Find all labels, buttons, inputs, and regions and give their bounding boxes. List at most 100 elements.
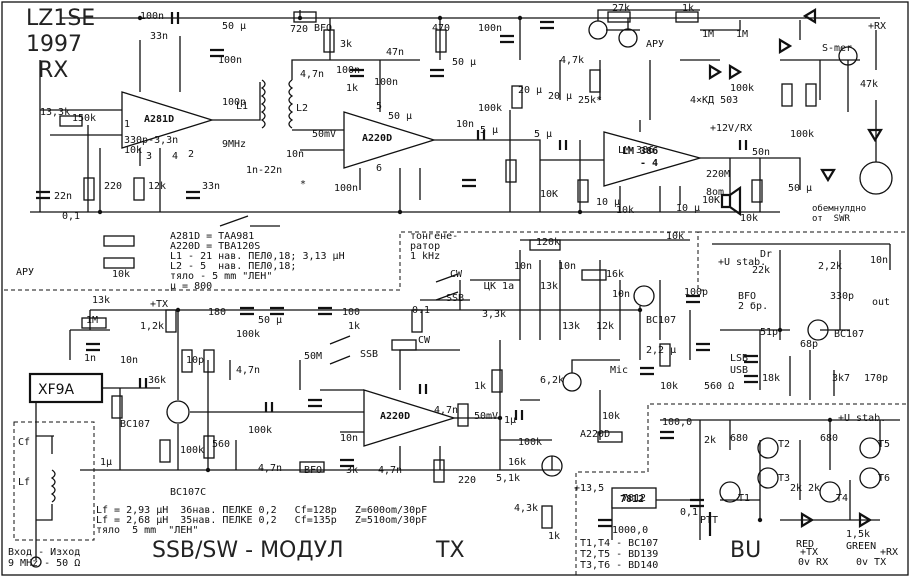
- component-value-tx-mid: CW: [450, 269, 463, 280]
- component-value-rx-top: 50 μ: [388, 111, 413, 122]
- component-value-rx-top: 1n-22n: [246, 165, 283, 176]
- component-value-tx-mid: 100: [342, 307, 361, 318]
- component-value-rx-top: 470: [432, 23, 451, 34]
- component-value-rx-top: 10k: [616, 205, 635, 216]
- component-value-bu-labels: 2k: [808, 483, 821, 494]
- component-value-tx-mid: 16k: [606, 269, 625, 280]
- ic3-label: LM 386: [622, 146, 659, 157]
- rx-capacitors: [36, 12, 748, 200]
- component-value-tx-mid: 13k: [92, 295, 111, 306]
- component-value-rx-top: 12k: [148, 181, 167, 192]
- component-value-tx-mid: Mic: [610, 365, 629, 376]
- bu-wiring: [611, 419, 900, 540]
- rx-notes-line: μ = 800: [170, 281, 213, 292]
- rx-label: RX: [38, 58, 69, 83]
- component-value-rx-top: +12V/RX: [710, 123, 753, 134]
- t2-icon: [757, 437, 779, 459]
- tx-notes-line: тяло 5 mm "ЛЕН": [96, 525, 199, 536]
- component-value-bu-labels: 680: [730, 433, 749, 444]
- component-value-rx-top: 5 μ: [534, 129, 553, 140]
- component-value-bfo-block: Dr: [760, 249, 773, 260]
- component-value-rx-top: 50 μ: [788, 183, 813, 194]
- component-value-tx-mid: 560: [212, 439, 231, 450]
- ic4-triangle: [363, 389, 457, 447]
- component-value-rx-top: BFO: [314, 23, 333, 34]
- s-meter-icon: [859, 161, 893, 195]
- component-value-rx-top: 100k: [790, 129, 815, 140]
- rx-notes-line: тяло - 5 mm "ЛЕН": [170, 271, 273, 282]
- component-value-tx-mid: 4,7n: [258, 463, 283, 474]
- t1-icon: [719, 481, 741, 503]
- component-value-bu-labels: 1,5k: [846, 529, 871, 540]
- component-value-rx-top: 220M: [706, 169, 731, 180]
- component-value-rx-top: 10 μ: [596, 197, 621, 208]
- mic-icon: [562, 372, 582, 392]
- component-value-bfo-block: 2 бр.: [738, 301, 769, 312]
- smeter-transistor: [838, 46, 858, 66]
- io-label-1: Вход - Изход: [8, 547, 81, 558]
- component-value-tx-mid: 10n: [514, 261, 533, 272]
- component-value-rx-top: 3k: [340, 39, 353, 50]
- component-value-rx-top: +RX: [868, 21, 887, 32]
- s-meter-wiring: [780, 20, 877, 162]
- component-value-tx-mid: 2,2 μ: [646, 345, 677, 356]
- aru-switch: [219, 215, 280, 227]
- rx-notes-line: A281D = TAA981: [170, 231, 255, 242]
- component-value-rx-top: 1: [124, 119, 131, 130]
- component-value-bu-labels: 0,1: [680, 507, 699, 518]
- component-value-rx-top: 8om: [706, 187, 725, 198]
- component-value-rx-top: *: [300, 179, 307, 190]
- component-value-rx-top: 50 μ: [222, 21, 247, 32]
- component-value-bu-labels: T3: [778, 473, 791, 484]
- rx-notes-line: L1 - 21 нав. ПЕЛ0,18; 3,13 μH: [170, 251, 345, 262]
- component-value-tx-mid: SSB: [360, 349, 379, 360]
- component-value-tx-mid: 13k: [562, 321, 581, 332]
- bu-label: BU: [730, 538, 762, 563]
- bu-capacitors: [598, 430, 704, 528]
- component-value-bu-labels: +U stab.: [838, 413, 887, 424]
- component-value-tx-mid: 36k: [148, 375, 167, 386]
- component-value-bfo-block: 10n: [870, 255, 889, 266]
- component-value-tx-mid: BC107: [120, 419, 151, 430]
- tx-transistor-1: [166, 400, 190, 424]
- component-value-tx-mid: 1n: [84, 353, 97, 364]
- module-title: SSB/SW - МОДУЛ: [152, 538, 344, 563]
- component-value-bu-labels: 0v TX: [856, 557, 887, 568]
- component-value-tx-mid: 100k: [248, 425, 273, 436]
- component-value-tx-mid: 1k: [474, 381, 487, 392]
- led-icons: [800, 512, 873, 528]
- component-value-rx-top: 10k: [112, 269, 131, 280]
- rx-tx-divider: [4, 231, 706, 291]
- component-value-bu-labels: 100,0: [662, 417, 693, 428]
- t3-icon: [757, 467, 779, 489]
- component-value-rx-top: 4: [172, 151, 179, 162]
- component-value-rx-top: 100k: [478, 103, 503, 114]
- tx-wiring: [69, 239, 691, 470]
- component-value-rx-top: 100n: [374, 77, 399, 88]
- t6-icon: [859, 467, 881, 489]
- component-value-bfo-block: 2,2k: [818, 261, 843, 272]
- component-value-tx-mid: 560 Ω: [704, 381, 735, 392]
- component-value-bfo-block: +U stab.: [718, 257, 767, 268]
- bu-notes-line: T3,T6 - BD140: [580, 560, 659, 571]
- filter-enclosure: [13, 421, 95, 541]
- io-label-2: 9 MHz - 50 Ω: [8, 558, 81, 569]
- component-value-bu-labels: +TX: [800, 547, 819, 558]
- component-value-tx-mid: 100k: [518, 437, 543, 448]
- coil-l1: [260, 79, 266, 129]
- mic-notes-line: тонгене-: [410, 231, 459, 242]
- ic1-wiring: [39, 36, 261, 212]
- component-value-bu-labels: 1000,0: [612, 525, 649, 536]
- component-value-rx-top: 4×КД 503: [690, 95, 739, 106]
- component-value-rx-top: 5: [376, 101, 383, 112]
- component-value-bfo-block: USB: [730, 365, 749, 376]
- component-value-rx-top: 1k: [682, 3, 695, 14]
- component-value-rx-top: 1k: [346, 83, 359, 94]
- component-value-tx-mid: 6,2k: [540, 375, 565, 386]
- ic1-label: A281D: [144, 114, 175, 125]
- component-value-rx-top: 10n: [286, 149, 305, 160]
- rx-resistors: [59, 11, 817, 269]
- mic-notes-line: ратор: [410, 241, 441, 252]
- component-value-tx-mid: 16k: [508, 457, 527, 468]
- component-value-tx-mid: 10k: [602, 411, 621, 422]
